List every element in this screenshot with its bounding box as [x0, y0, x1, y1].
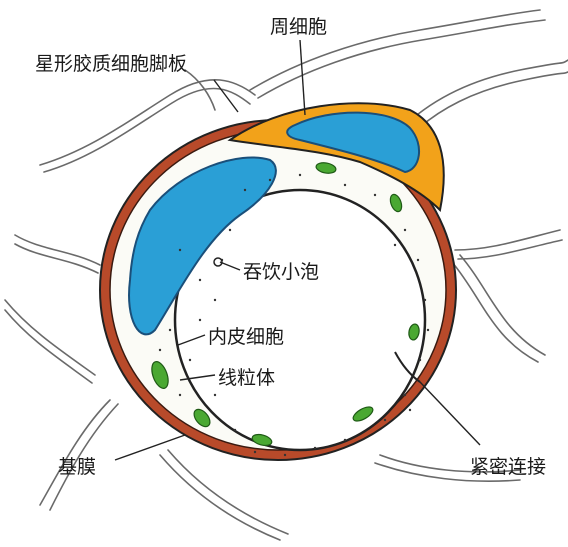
label-tight-junction: 紧密连接	[470, 456, 546, 478]
label-endothelial-cell: 内皮细胞	[208, 326, 284, 348]
label-mitochondria: 线粒体	[218, 367, 275, 389]
label-pericyte: 周细胞	[270, 16, 327, 38]
label-astrocyte-endfeet: 星形胶质细胞脚板	[35, 53, 187, 75]
label-basement-membrane: 基膜	[58, 456, 96, 478]
label-pinocytotic-vesicle: 吞饮小泡	[243, 261, 319, 283]
